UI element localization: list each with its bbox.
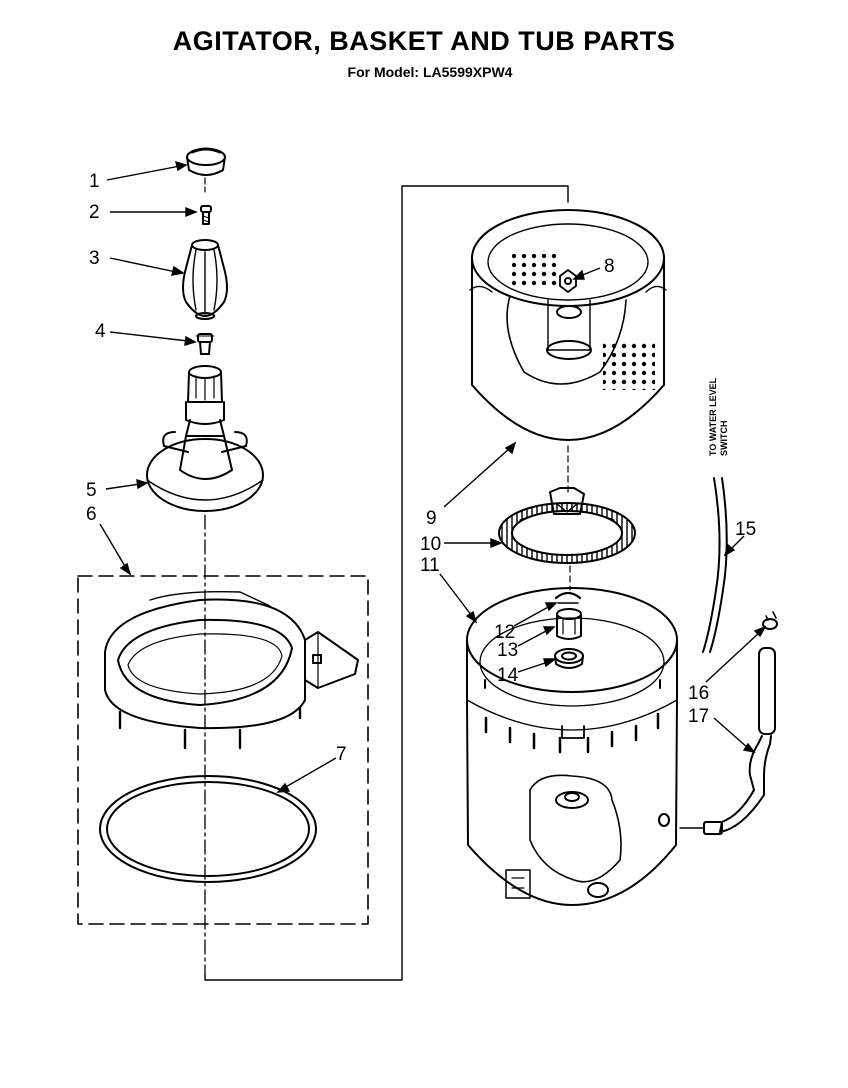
callout-6: 6 <box>86 504 97 525</box>
part-13-spline-coupling <box>556 608 582 640</box>
callout-17: 17 <box>688 706 709 727</box>
part-17-air-dome-tube <box>679 647 776 835</box>
callout-13: 13 <box>497 640 518 661</box>
callout-7: 7 <box>336 744 347 765</box>
part-5-agitator-base <box>146 365 264 512</box>
callout-8: 8 <box>604 256 615 277</box>
part-8-basket-nut <box>559 269 577 293</box>
leader-9 <box>443 447 511 508</box>
leader-6 <box>99 523 127 569</box>
callout-15: 15 <box>735 519 756 540</box>
part-12-retaining-clip <box>554 591 582 604</box>
callout-5: 5 <box>86 480 97 501</box>
leader-5 <box>105 483 141 490</box>
callout-2: 2 <box>89 202 100 223</box>
part-6-dashed-enclosure <box>77 575 369 925</box>
leader-4 <box>109 331 189 342</box>
callout-4: 4 <box>95 321 106 342</box>
callout-9: 9 <box>426 508 437 529</box>
part-4-fitting <box>195 333 215 355</box>
callout-16: 16 <box>688 683 709 704</box>
part-6-tub-ring <box>104 590 359 750</box>
part-1-agitator-cap <box>186 147 226 176</box>
callout-3: 3 <box>89 248 100 269</box>
leader-14 <box>517 661 549 673</box>
leader-17 <box>713 717 749 749</box>
leader-16 <box>705 631 761 683</box>
model-subtitle: For Model: LA5599XPW4 <box>347 64 513 80</box>
part-2-bolt <box>200 205 212 225</box>
callout-1: 1 <box>89 171 100 192</box>
leader-11 <box>439 573 473 617</box>
part-3-agitator-barrel <box>182 239 228 320</box>
part-15-air-hose <box>702 477 728 653</box>
part-10-hub-assembly <box>498 487 636 564</box>
water-level-note-line1: TO WATER LEVEL <box>708 377 718 456</box>
callout-12: 12 <box>494 622 515 643</box>
leader-12 <box>513 605 551 627</box>
leader-15 <box>729 535 745 551</box>
leader-13 <box>517 629 549 647</box>
diagram-title: AGITATOR, BASKET AND TUB PARTS <box>172 26 676 56</box>
callout-10: 10 <box>420 534 441 555</box>
callout-11: 11 <box>420 555 440 576</box>
part-7-seal-ring <box>99 775 317 883</box>
part-16-clamp <box>762 611 778 630</box>
water-level-note-line2: SWITCH <box>719 421 729 457</box>
leader-7 <box>283 757 337 789</box>
callout-14: 14 <box>497 665 519 686</box>
part-14-seal <box>554 648 584 669</box>
part-11-outer-tub <box>466 587 678 906</box>
leader-3 <box>109 257 177 273</box>
basket <box>469 209 667 441</box>
assembly-connector-line <box>204 185 569 981</box>
leader-1 <box>106 165 181 181</box>
